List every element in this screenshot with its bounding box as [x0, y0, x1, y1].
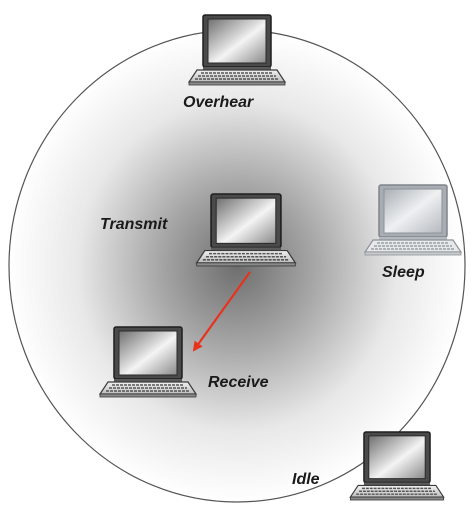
sleep-laptop-icon	[364, 184, 462, 256]
receive-label: Receive	[208, 374, 269, 391]
transmit-laptop-icon	[195, 193, 297, 267]
receive-laptop-icon	[99, 326, 197, 398]
transmission-arrow	[192, 271, 251, 352]
overhear-label: Overhear	[183, 94, 254, 111]
transmit-label: Transmit	[100, 216, 168, 233]
idle-laptop-icon	[349, 431, 445, 501]
overhear-laptop-icon	[188, 14, 286, 86]
idle-label: Idle	[292, 471, 320, 488]
sleep-label: Sleep	[382, 264, 425, 281]
